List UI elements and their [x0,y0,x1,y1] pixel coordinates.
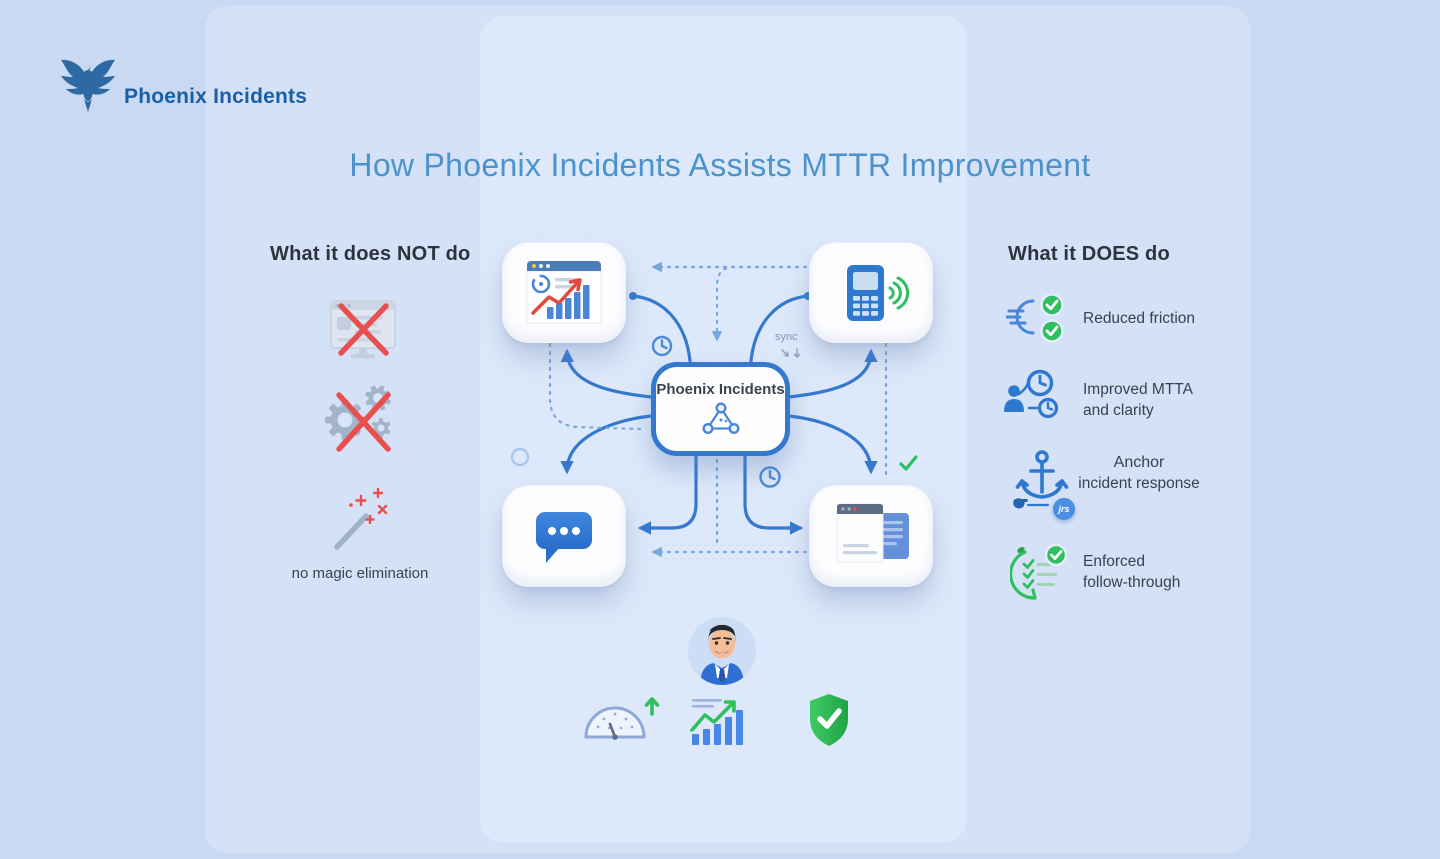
label-line: and clarity [1083,402,1154,419]
label-line: Enforced [1083,553,1146,570]
sync-label: sync [775,331,798,343]
gears-crossed-out-icon [325,385,391,452]
chat-message-node [503,486,625,586]
hub-label: Phoenix Incidents [656,381,785,398]
does-item-label: Anchor incident response [1078,452,1200,494]
does-item-label: Enforced follow-through [1083,551,1180,593]
checklist-cycle-icon [1010,543,1068,600]
label-line: Reduced friction [1083,310,1196,327]
rising-bar-chart-icon [690,699,743,745]
chat-bubble-icon [536,512,592,563]
network-nodes-icon [701,402,740,435]
page-title: How Phoenix Incidents Assists MTTR Impro… [349,147,1091,183]
does-item-label: Reduced friction [1083,308,1195,329]
shield-check-icon [810,694,848,746]
brand-name: Phoenix Incidents [124,85,308,108]
magic-wand-sparkles-icon [334,487,388,550]
pager-signal-icon [847,264,910,321]
label-line: Improved MTTA [1083,381,1193,398]
does-item-label: Improved MTTA and clarity [1083,379,1193,421]
not-do-header: What it does NOT do [270,243,471,265]
gauge-improvement-icon [584,697,660,740]
documents-node [810,486,932,586]
does-do-header: What it DOES do [1008,243,1170,265]
phoenix-bird-icon [61,59,115,112]
phoenix-incidents-hub-node: Phoenix Incidents [651,362,790,456]
analytics-dashboard-node [503,243,625,342]
stacked-windows-icon [836,503,909,563]
browser-crossed-out-icon [330,300,396,359]
anchor-icon [1013,450,1069,509]
responder-avatar [688,617,756,685]
person-clocks-icon [1004,369,1059,419]
label-line: incident response [1078,475,1200,492]
label-line: Anchor [1113,454,1165,471]
jrs-badge: jrs [1053,498,1075,520]
speed-double-check-icon [1006,293,1064,343]
not-do-caption: no magic elimination [291,565,429,582]
label-line: follow-through [1083,574,1181,591]
analytics-browser-icon [526,260,602,323]
pager-alert-node [810,243,932,342]
